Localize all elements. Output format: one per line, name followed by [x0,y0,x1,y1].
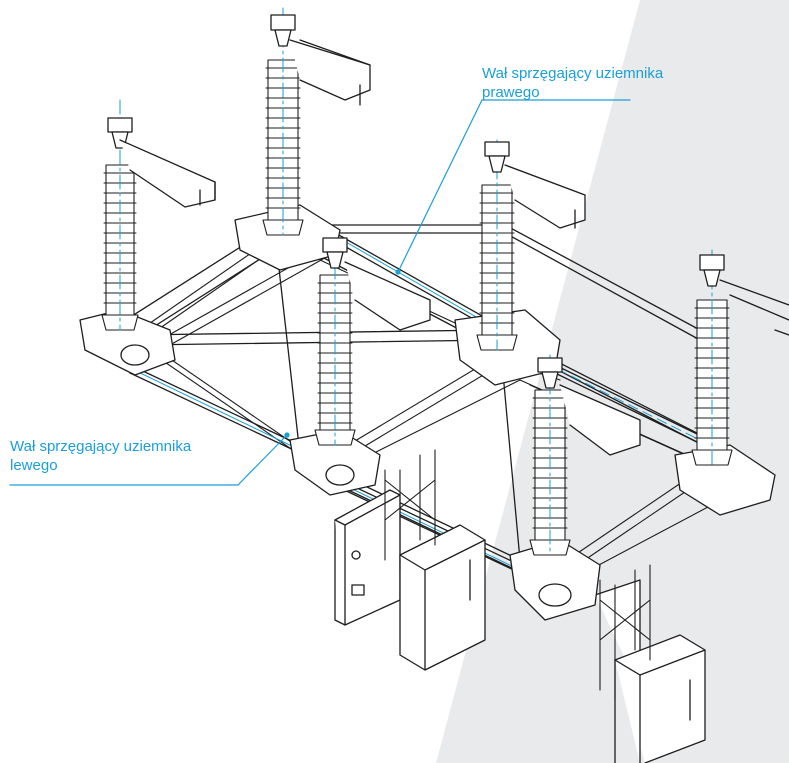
leader-left-shaft [9,434,288,486]
grounding-shafts [129,229,731,574]
callout-right-shaft: Wał sprzęgający uziemnika prawego [482,64,663,102]
callout-right-line1: Wał sprzęgający uziemnika [482,65,664,82]
leader-left-dot [284,432,290,438]
leader-right-dot [395,269,401,275]
leader-right-shaft [397,99,631,273]
callout-left-line1: Wał sprzęgający uziemnika [10,438,192,455]
callout-leaders [9,99,631,486]
support-columns [384,449,651,701]
top-terminals [107,14,789,456]
drive-cabinets [334,489,706,763]
callout-left-shaft: Wał sprzęgający uziemnika lewego [10,437,191,475]
callout-right-line2: prawego [482,84,540,101]
support-struts [139,234,741,576]
callout-left-line2: lewego [10,457,58,474]
frame-beams [109,224,746,573]
